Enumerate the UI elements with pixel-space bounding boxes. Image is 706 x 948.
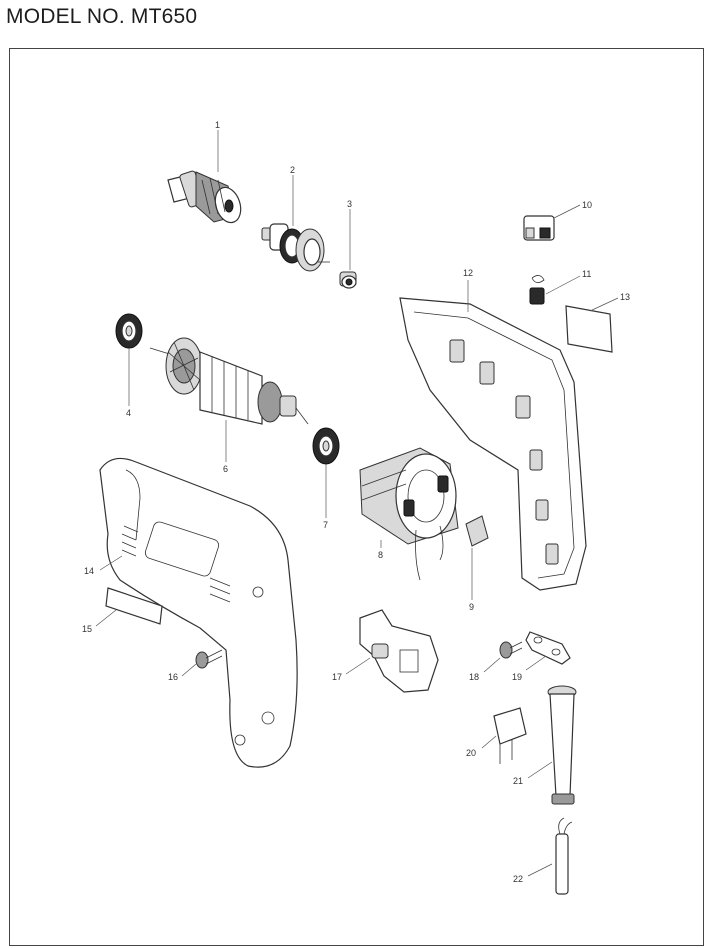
callout-18: 18 [469, 672, 479, 682]
part-13-name-plate[interactable] [565, 297, 619, 353]
part-6-armature[interactable] [149, 337, 309, 462]
callout-1: 1 [215, 120, 220, 130]
callout-8: 8 [378, 550, 383, 560]
diagram-frame [9, 48, 704, 946]
part-12-housing-half[interactable] [399, 280, 587, 591]
part-8-field-coil[interactable] [359, 447, 459, 581]
part-3-sleeve[interactable] [339, 209, 357, 289]
part-4-ball-bearing[interactable] [115, 313, 143, 406]
part-22-power-cord[interactable] [527, 817, 573, 895]
callout-19: 19 [512, 672, 522, 682]
part-7-ball-bearing[interactable] [312, 427, 340, 518]
part-11-carbon-brush[interactable] [529, 275, 581, 305]
callout-20: 20 [466, 748, 476, 758]
part-20-noise-suppressor[interactable] [481, 707, 527, 764]
callout-10: 10 [582, 200, 592, 210]
callout-15: 15 [82, 624, 92, 634]
callout-11: 11 [582, 269, 591, 279]
part-10-brush-holder-cap[interactable] [523, 204, 581, 241]
part-15-label-plate[interactable] [95, 587, 163, 627]
part-16-tapping-screw[interactable] [181, 649, 223, 677]
callout-7: 7 [323, 520, 328, 530]
part-18-tapping-screw[interactable] [483, 641, 523, 673]
callout-4: 4 [126, 408, 131, 418]
callout-12: 12 [463, 268, 473, 278]
part-19-strain-relief[interactable] [525, 631, 571, 671]
callout-6: 6 [223, 464, 228, 474]
callout-9: 9 [469, 602, 474, 612]
callout-3: 3 [347, 199, 352, 209]
callout-16: 16 [168, 672, 178, 682]
callout-2: 2 [290, 165, 295, 175]
page-title: MODEL NO. MT650 [6, 5, 198, 28]
part-9-insulation-paper[interactable] [465, 515, 489, 600]
callout-22: 22 [513, 874, 523, 884]
part-14-housing-body[interactable] [99, 457, 298, 768]
part-1-chuck[interactable] [167, 130, 245, 226]
part-21-cord-guard[interactable] [527, 685, 577, 805]
callout-13: 13 [620, 292, 630, 302]
part-17-trigger-switch[interactable] [345, 609, 439, 693]
callout-17: 17 [332, 672, 342, 682]
part-2-spindle-gear[interactable] [261, 175, 330, 272]
callout-21: 21 [513, 776, 523, 786]
callout-14: 14 [84, 566, 94, 576]
